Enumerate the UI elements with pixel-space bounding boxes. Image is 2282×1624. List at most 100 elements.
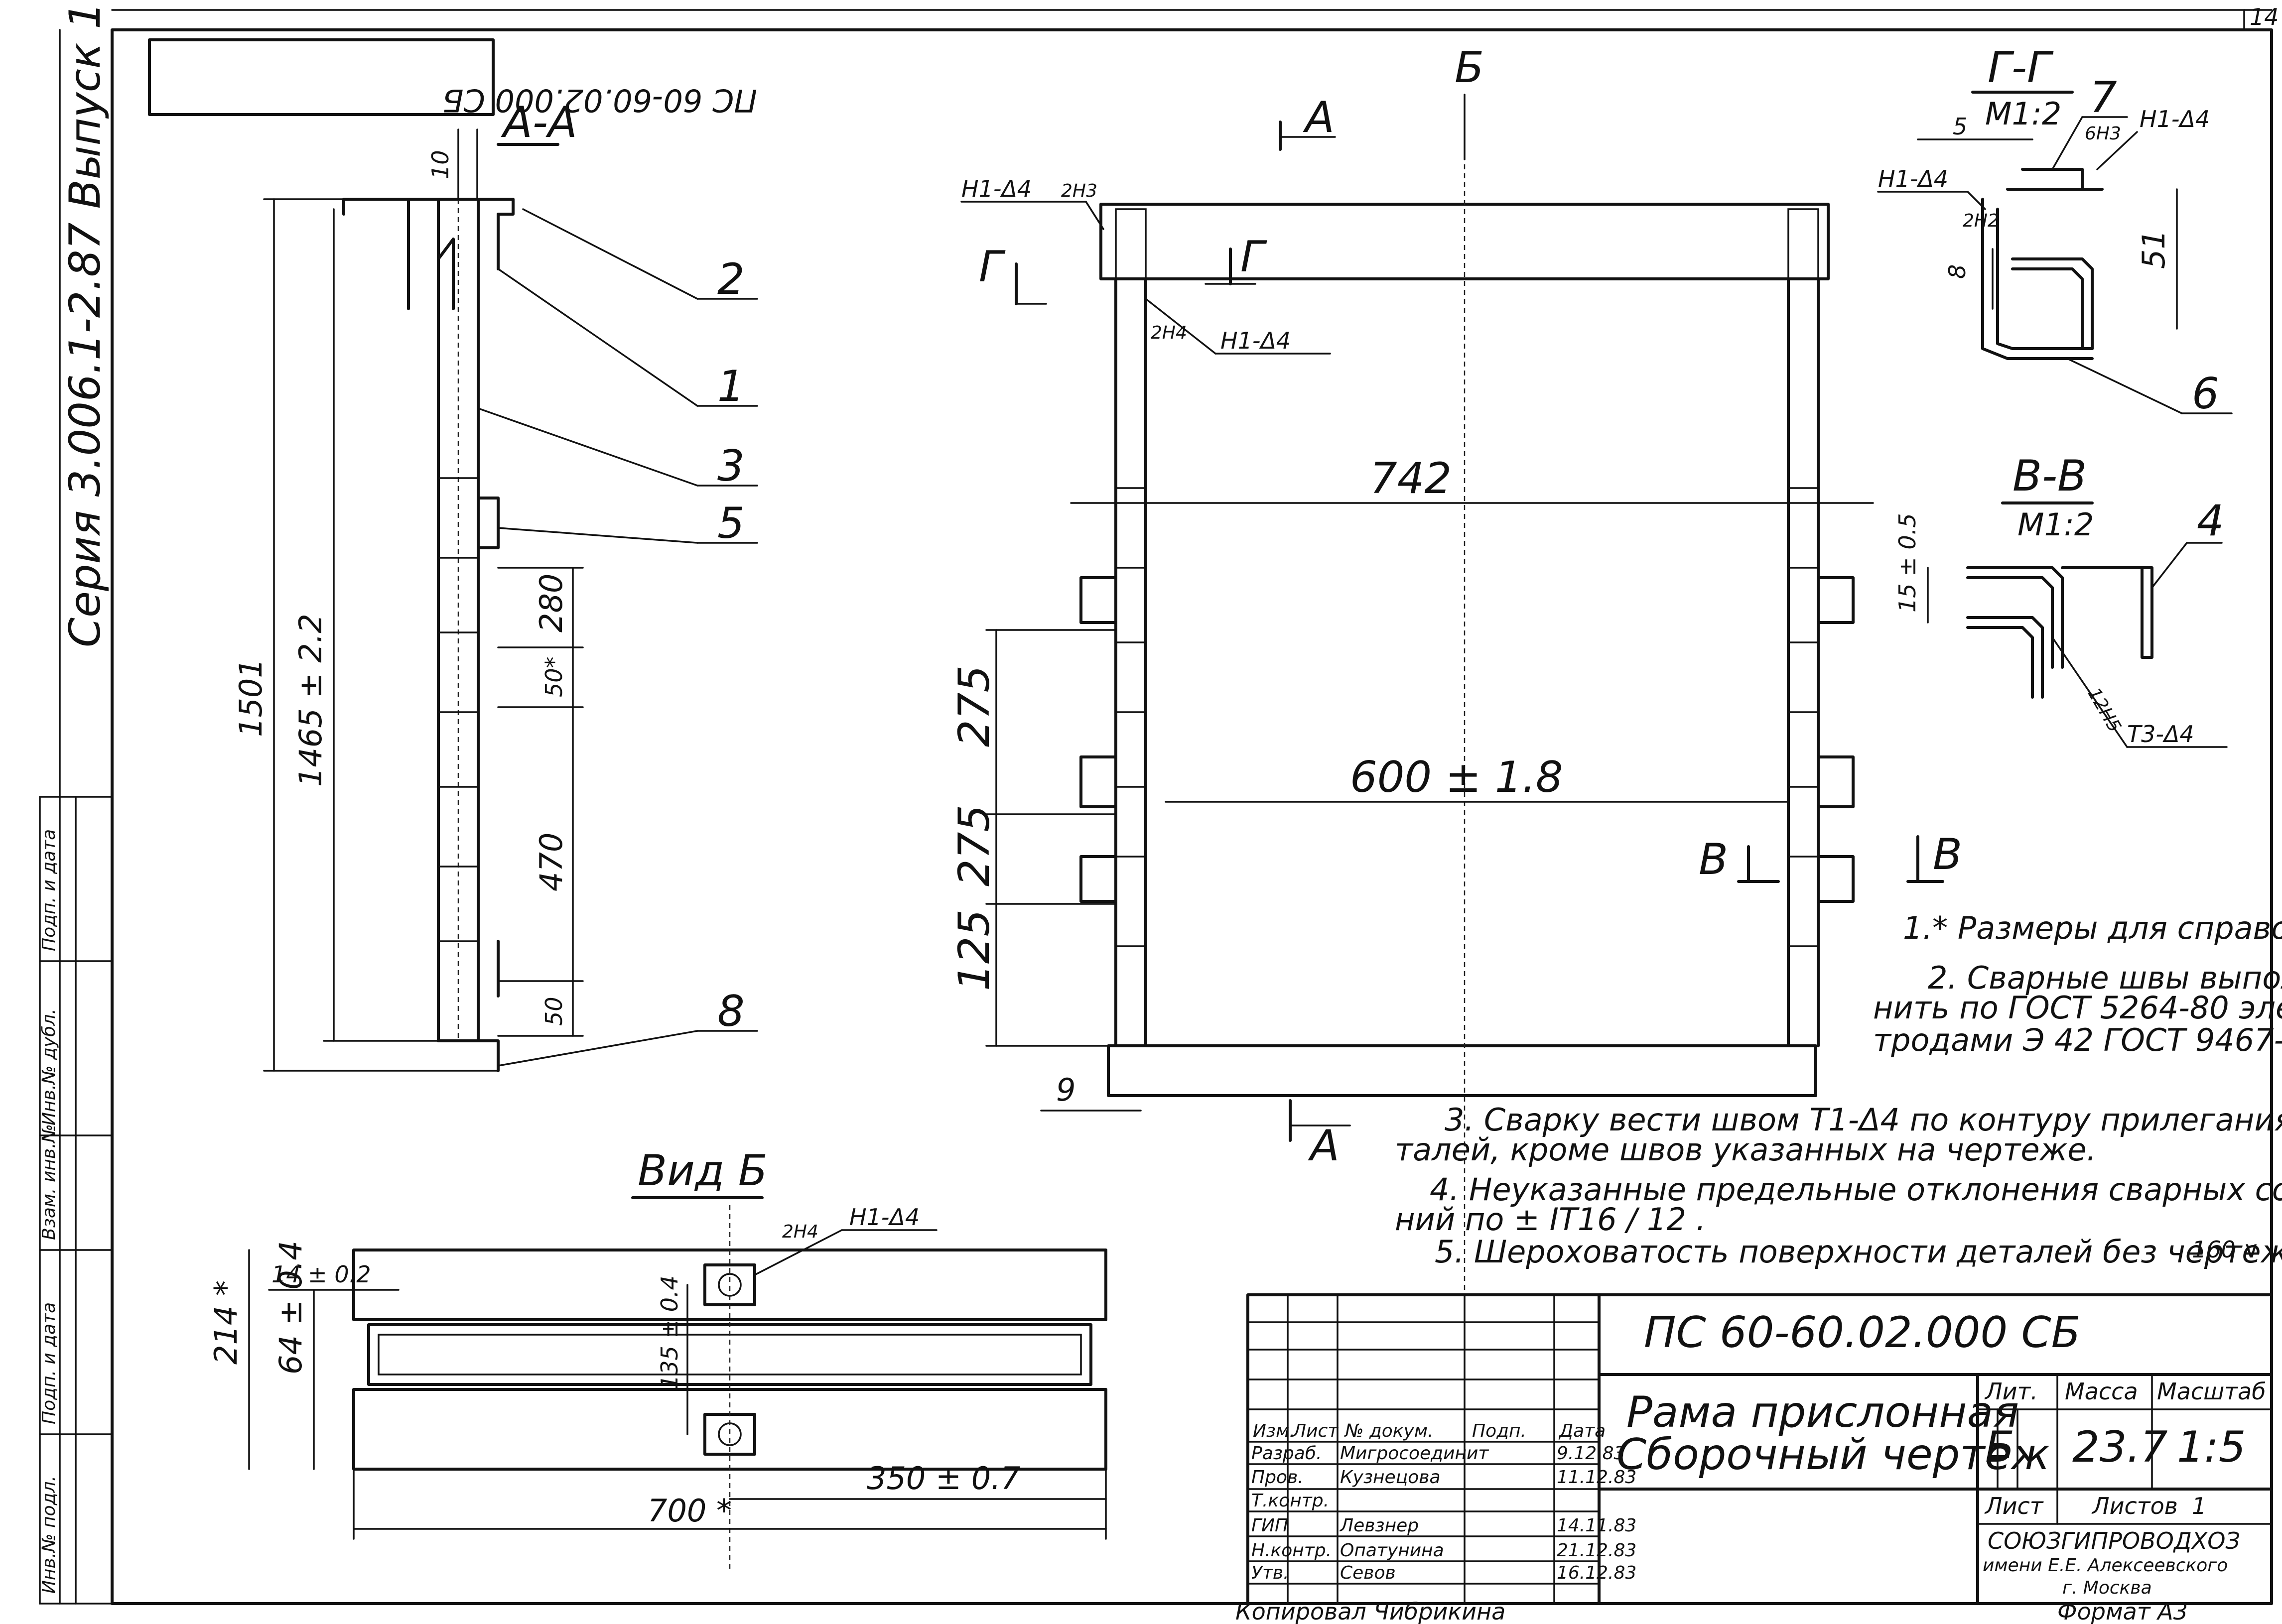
tb-org-1: СОЮЗГИПРОВОДХОЗ <box>1988 1527 2240 1554</box>
dim-main-742: 742 <box>1370 454 1452 503</box>
archive-label-5: Инв.№ подл. <box>39 1476 59 1594</box>
tb-mass-header: Масса <box>2065 1378 2138 1405</box>
main-label-v: В <box>1699 835 1728 884</box>
tb-date-2: 11.12.83 <box>1557 1467 1636 1488</box>
tb-date-4: 14.11.83 <box>1557 1515 1636 1536</box>
main-label-g2: Г <box>1240 232 1267 282</box>
dim-main-275a: 275 <box>949 665 999 747</box>
callout-aa-2: 2 <box>717 254 745 304</box>
note-4a: 4. Неуказанные предельные отклонения сва… <box>1430 1171 2282 1208</box>
tb-sheets-label: Листов <box>2091 1493 2178 1519</box>
dim-aa-1501: 1501 <box>233 658 269 737</box>
tb-role-2: Пров. <box>1251 1467 1304 1488</box>
tb-sheets-value: 1 <box>2192 1493 2206 1519</box>
main-label-a-top: А <box>1303 93 1335 142</box>
sheet-number: 14 <box>2250 3 2279 30</box>
weld-vb-note: 2Н4 <box>782 1222 818 1242</box>
tb-mass-value: 23.7 <box>2072 1422 2167 1472</box>
main-label-a-bottom: А <box>1308 1121 1340 1171</box>
dim-aa-50b: 50 <box>540 997 567 1026</box>
dim-vb-350: 350 ± 0.7 <box>867 1460 1020 1497</box>
weld-gg-1: Н1-Δ4 <box>2140 106 2210 132</box>
callout-gg-6: 6 <box>2192 369 2219 419</box>
dim-aa-470: 470 <box>533 833 569 891</box>
archive-label-4: Подп. и дата <box>39 1302 59 1424</box>
dim-vb-14: 14 ± 0.2 <box>271 1261 371 1288</box>
dim-main-275b: 275 <box>949 805 999 886</box>
section-gg: Г-Г М1:2 5 8 51 6Н3 Н1-Δ4 Н1-Δ4 2Н2 7 6 <box>1877 43 2233 419</box>
dim-main-600: 600 ± 1.8 <box>1350 752 1563 802</box>
view-b: Вид Б 2Н4 Н1-Δ4 214 * 64 ± 0.4 14 ± 0.2 … <box>208 1146 1107 1569</box>
weld-gg-2: Н1-Δ4 <box>1878 165 1948 192</box>
tb-sheet-label: Лист <box>1984 1493 2044 1519</box>
note-3a: 3. Сварку вести швом Т1-Δ4 по контуру пр… <box>1445 1102 2282 1138</box>
tb-role-4: ГИП <box>1251 1515 1288 1536</box>
archive-label-2: Инв.№ дубл. <box>39 1008 59 1125</box>
callout-gg-7: 7 <box>2090 73 2117 123</box>
note-4b: ний по ± IT16 / 12 . <box>1395 1201 1706 1238</box>
weld-gg-1-note: 6Н3 <box>2085 124 2121 144</box>
tb-lit-value: Б <box>1985 1422 2014 1472</box>
tb-role-6: Утв. <box>1251 1563 1289 1583</box>
dim-gg-8: 8 <box>1944 264 1971 279</box>
section-aa: А-А 10 1501 1465 ± 2.2 280 50* 470 <box>233 98 758 1072</box>
tb-date-1: 9.12.83 <box>1557 1443 1625 1464</box>
dim-vb-214: 214 * <box>208 1280 244 1365</box>
note-2b: нить по ГОСТ 5264-80 элек- <box>1873 990 2282 1026</box>
tb-date-6: 16.12.83 <box>1557 1563 1636 1583</box>
dim-aa-1465: 1465 ± 2.2 <box>292 614 329 787</box>
dim-gg-51: 51 <box>2136 230 2172 269</box>
callout-aa-3: 3 <box>717 441 745 491</box>
title-block: Изм. Лист № докум. Подп. Дата Разраб. Ми… <box>1246 1293 2273 1605</box>
tb-lit-header: Лит. <box>1984 1378 2038 1405</box>
section-vv-scale: М1:2 <box>2017 506 2094 543</box>
dim-gg-5: 5 <box>1953 113 1967 140</box>
dim-vb-700: 700 * <box>648 1493 732 1529</box>
callout-aa-8: 8 <box>717 987 745 1036</box>
tb-col-doc: № докум. <box>1344 1421 1433 1441</box>
callout-aa-1: 1 <box>717 362 745 411</box>
section-vv: В-В М1:2 15 ± 0.5 12Н5 Т3-Δ4 4 В <box>1894 451 2228 879</box>
footer: Копировал Чибрикина Формат А3 <box>1235 1598 2188 1624</box>
note-1: 1.* Размеры для справок. <box>1903 910 2282 946</box>
tb-role-5: Н.контр. <box>1251 1540 1332 1561</box>
main-label-b: Б <box>1455 43 1484 93</box>
weld-mid-note: 2Н4 <box>1151 323 1187 343</box>
dim-aa-10: 10 <box>427 150 454 179</box>
series-label: Серия 3.006.1-2.87 Выпуск 1 <box>60 2 110 647</box>
tb-org-2: имени Е.Е. Алексеевского <box>1983 1555 2228 1576</box>
view-b-title: Вид Б <box>638 1146 768 1196</box>
tb-col-izm: Изм. <box>1253 1421 1295 1441</box>
tb-name-line2: Сборочный чертеж <box>1616 1430 2050 1480</box>
mirrored-code: ПС 60-60.02.000 СБ <box>442 82 757 119</box>
mirrored-code-box: ПС 60-60.02.000 СБ <box>148 38 757 119</box>
dim-vb-64: 64 ± 0.4 <box>272 1241 309 1374</box>
note-5-roughness: 160 ∨ <box>2192 1236 2260 1263</box>
callout-vv-b: В <box>1933 830 1962 879</box>
main-view: Б А Н1-Δ4 2Н3 2Н4 Н1-Δ4 Г Г <box>949 43 1944 1594</box>
tb-col-date: Дата <box>1558 1421 1606 1441</box>
note-5: 5. Шероховатость поверхности деталей без… <box>1435 1234 2282 1270</box>
weld-top-note: 2Н3 <box>1061 181 1097 201</box>
weld-vb-label: Н1-Δ4 <box>849 1204 920 1231</box>
weld-vv-1: Т3-Δ4 <box>2127 721 2194 748</box>
left-margin: Серия 3.006.1-2.87 Выпуск 1 Подп. и дата… <box>39 2 113 1605</box>
footer-copied: Копировал Чибрикина <box>1235 1598 1505 1624</box>
note-3b: талей, кроме швов указанных на чертеже. <box>1395 1131 2096 1168</box>
tb-scale-value: 1:5 <box>2177 1422 2246 1472</box>
section-gg-scale: М1:2 <box>1985 96 2061 132</box>
dim-aa-280: 280 <box>533 574 569 632</box>
tb-name-6: Севов <box>1340 1563 1396 1583</box>
callout-aa-5: 5 <box>717 499 745 548</box>
tb-col-list: Лист <box>1292 1421 1339 1441</box>
tb-doc-code: ПС 60-60.02.000 СБ <box>1644 1308 2081 1358</box>
note-2a: 2. Сварные швы выпол- <box>1928 960 2282 996</box>
archive-label-1: Подп. и дата <box>39 829 59 951</box>
dim-vv-15: 15 ± 0.5 <box>1894 513 1921 613</box>
note-2c: тродами Э 42 ГОСТ 9467-75. <box>1873 1022 2282 1058</box>
tb-name-4: Левзнер <box>1339 1515 1419 1536</box>
weld-gg-2-note: 2Н2 <box>1963 211 1999 231</box>
main-label-g: Г <box>979 242 1006 292</box>
weld-top-label: Н1-Δ4 <box>961 175 1032 202</box>
tb-org-3: г. Москва <box>2062 1578 2152 1598</box>
